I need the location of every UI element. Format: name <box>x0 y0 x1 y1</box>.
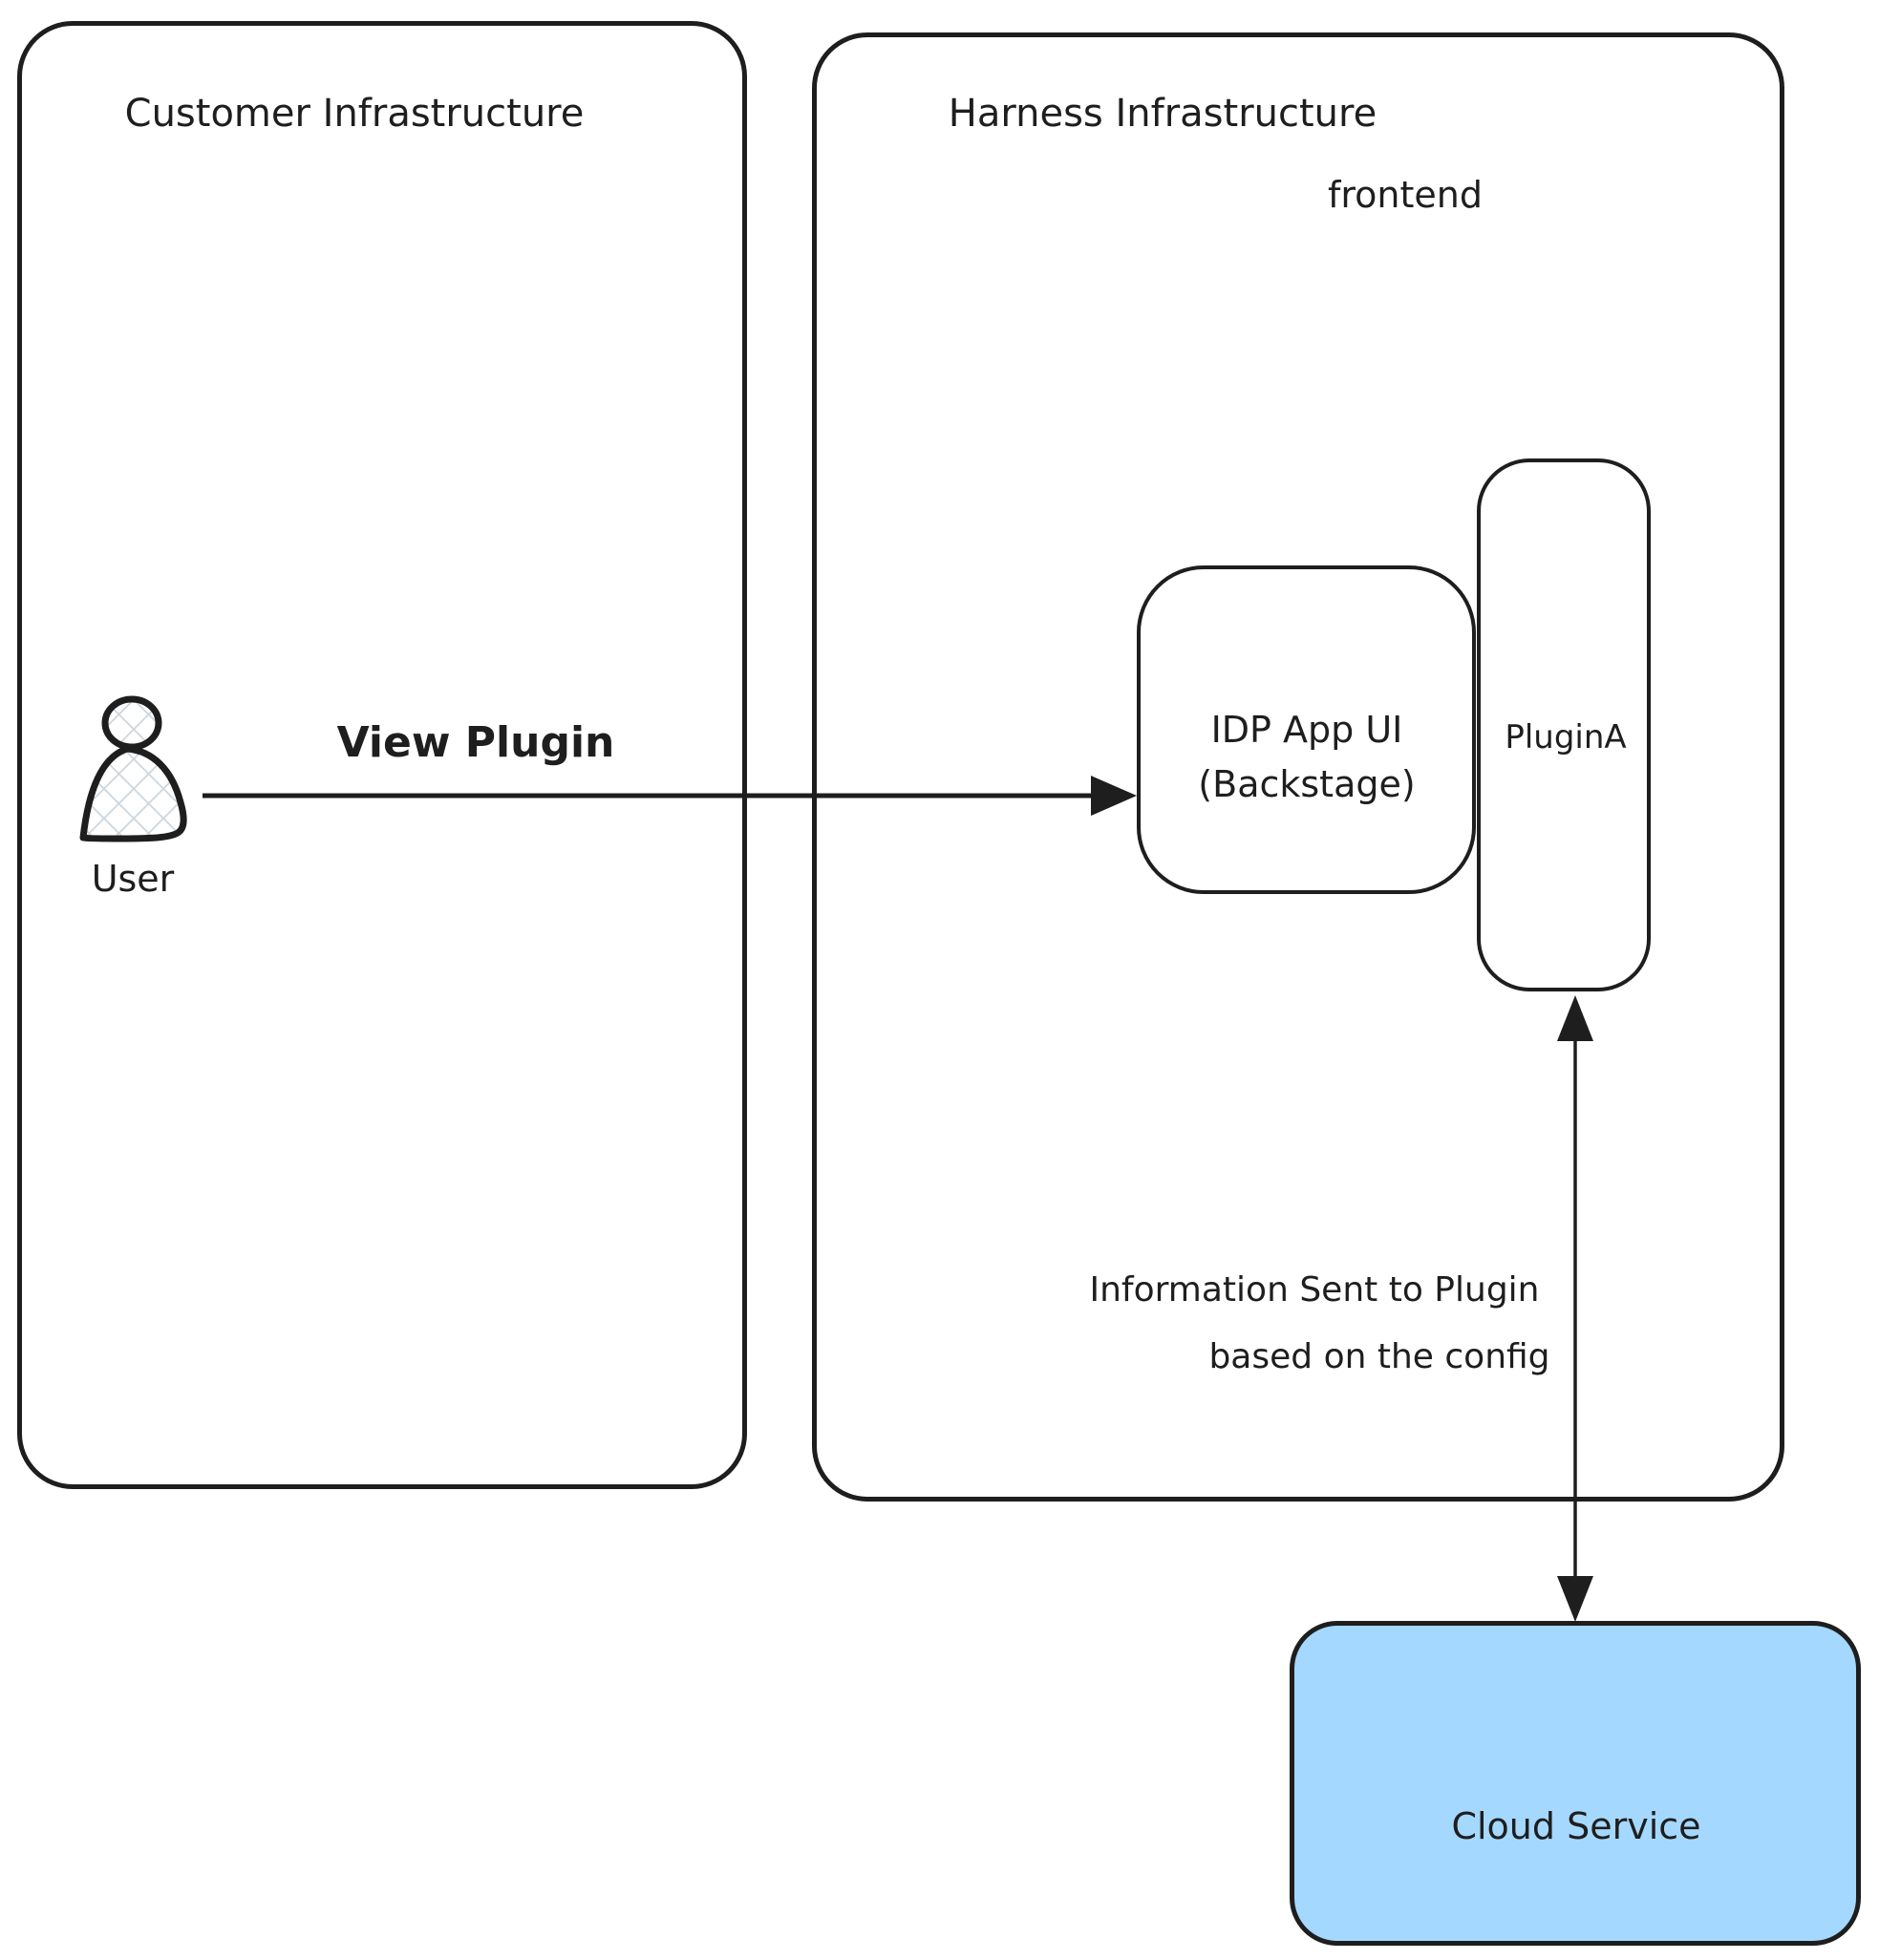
plugin-a-box <box>1477 458 1651 991</box>
cloud-service-label: Cloud Service <box>1451 1805 1701 1847</box>
info-sent-label-line2: based on the config <box>1208 1337 1550 1376</box>
plugin-a-label: PluginA <box>1505 718 1627 756</box>
user-label: User <box>91 858 175 900</box>
customer-infrastructure-title: Customer Infrastructure <box>124 92 585 136</box>
idp-app-ui-label-line2: (Backstage) <box>1198 763 1416 805</box>
info-sent-label-line1: Information Sent to Plugin <box>1089 1270 1540 1310</box>
cloud-service-box <box>1290 1621 1861 1946</box>
idp-app-ui-box <box>1137 565 1476 894</box>
harness-infrastructure-title: Harness Infrastructure <box>948 92 1377 136</box>
idp-app-ui-label-line1: IDP App UI <box>1210 709 1403 751</box>
view-plugin-edge-label: View Plugin <box>336 718 615 767</box>
frontend-label: frontend <box>1328 174 1483 216</box>
